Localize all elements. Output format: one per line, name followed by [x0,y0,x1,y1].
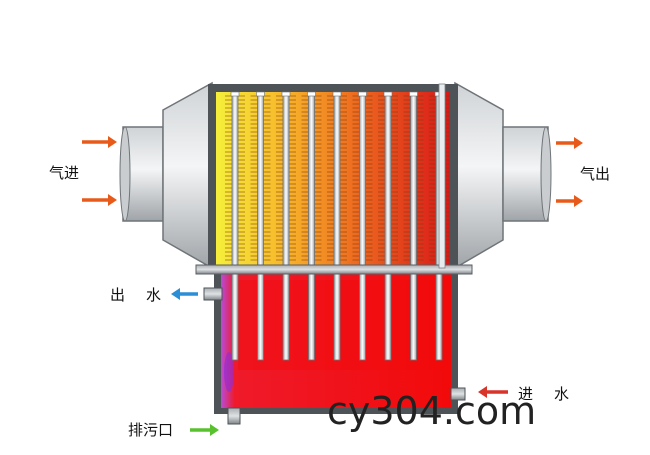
tube-sheet [195,264,473,275]
inlet-duct [119,81,213,270]
gas-in-label: 气进 [49,164,79,182]
heat-pipe-cap [332,91,342,97]
heat-pipe-cap [230,91,240,97]
gas-in-arrows [82,136,117,206]
heat-pipes [230,91,444,361]
watermark: cy304.com [327,389,536,433]
heat-pipe [308,93,315,361]
heat-pipe [333,93,341,361]
water-in-label-2: 水 [554,385,569,403]
drain-arrow [190,424,219,436]
drain-label: 排污口 [128,421,173,439]
heat-pipe-cap [383,91,393,97]
heat-pipe-cap [409,91,418,97]
drain-nozzle [227,407,241,425]
heat-pipe [257,93,264,361]
heat-pipe-cap [358,91,367,97]
gas-out-label: 气出 [580,165,610,183]
heat-pipe-cap [256,91,265,97]
water-out-label-2: 水 [146,286,161,304]
water-in-arrow [478,386,508,398]
water-in-label-1: 进 [518,385,533,403]
heat-pipe-cap [281,91,291,97]
water-out-arrow [171,288,198,300]
riser-pipe [438,83,446,269]
heat-exchange-chamber [208,84,458,268]
water-out-label-1: 出 [110,286,125,304]
heat-pipe [282,93,290,361]
heat-pipe [231,93,239,361]
heat-pipe [410,93,417,361]
heat-pipe [384,93,392,361]
water-inlet-nozzle [450,387,466,401]
heat-pipe [359,93,366,361]
heat-pipe-cap [307,91,316,97]
water-outlet-nozzle [203,287,223,301]
gas-out-arrows [556,137,583,207]
outlet-duct [454,81,552,270]
